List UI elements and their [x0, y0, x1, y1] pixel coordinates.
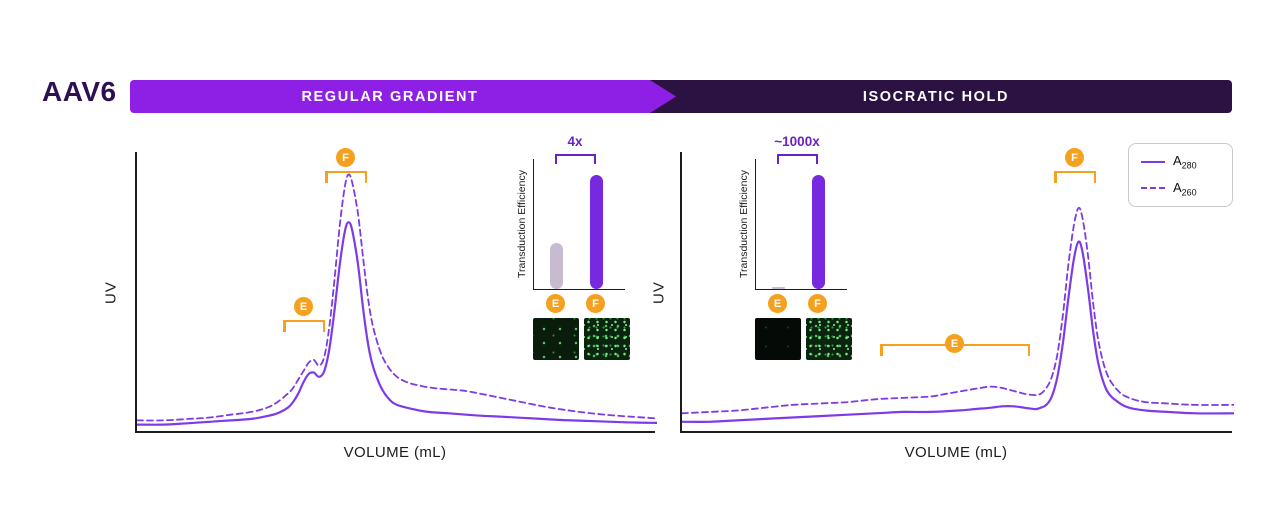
banner-gradient-arrow: REGULAR GRADIENT — [130, 80, 676, 113]
legend-a260-text: A — [1173, 179, 1182, 195]
transduction-bar-chart-right — [755, 159, 847, 290]
a260-curve — [137, 173, 657, 422]
banner-isocratic-label: ISOCRATIC HOLD — [862, 88, 1010, 105]
banner-isocratic-segment: ISOCRATIC HOLD — [640, 80, 1232, 113]
fraction-f-bracket-left — [325, 171, 367, 183]
fluorescence-image-e-right — [755, 318, 801, 360]
legend-a280-text: A — [1173, 152, 1182, 168]
legend-a260-subscript: 260 — [1181, 187, 1197, 198]
transduction-bar-chart-left — [533, 159, 625, 290]
legend-box: A280 A260 — [1128, 143, 1233, 207]
dashed-line-swatch — [1141, 187, 1165, 190]
fraction-f-badge-left: F — [336, 148, 355, 167]
legend-label-a280: A280 — [1173, 153, 1197, 171]
transduction-axis-label-left: Transduction Efficiency — [516, 170, 528, 279]
a260-curve — [682, 206, 1234, 415]
transduction-axis-label-right: Transduction Efficiency — [738, 170, 750, 279]
fold-change-bracket-left — [555, 154, 596, 164]
a280-curve — [682, 240, 1234, 423]
bar-e-badge-left: E — [546, 294, 565, 313]
fluorescence-image-e-left — [533, 318, 579, 360]
bar-f-badge-left: F — [586, 294, 605, 313]
fold-change-bracket-right — [777, 154, 818, 164]
fluorescence-image-f-right — [806, 318, 852, 360]
fluorescence-image-f-left — [584, 318, 630, 360]
legend-item-a260: A260 — [1141, 180, 1220, 198]
fraction-e-badge-right: E — [945, 334, 964, 353]
fraction-e-bracket-left — [283, 320, 325, 332]
uv-axis-label-left: UV — [102, 281, 120, 304]
bar-f-left — [590, 175, 603, 289]
left-chromatogram-plot — [135, 152, 657, 433]
fold-change-label-right: ~1000x — [774, 134, 820, 149]
solid-line-swatch — [1141, 160, 1165, 163]
fraction-f-bracket-right — [1054, 171, 1096, 183]
right-chromatogram-curves — [682, 206, 1234, 423]
legend-item-a280: A280 — [1141, 153, 1220, 171]
banner-gradient-label: REGULAR GRADIENT — [301, 88, 479, 105]
fold-change-label-left: 4x — [567, 134, 583, 149]
bar-e-badge-right: E — [768, 294, 787, 313]
volume-axis-label-right: VOLUME (mL) — [904, 444, 1008, 461]
bar-e-left — [550, 243, 563, 289]
right-chromatogram-plot — [680, 152, 1234, 433]
fraction-e-badge-left: E — [294, 297, 313, 316]
volume-axis-label-left: VOLUME (mL) — [343, 444, 447, 461]
figure-title: AAV6 — [42, 76, 117, 107]
a280-curve — [137, 221, 657, 426]
bar-f-right — [812, 175, 825, 289]
left-chromatogram-curves — [137, 173, 657, 426]
legend-a280-subscript: 280 — [1181, 160, 1197, 171]
uv-axis-label-right: UV — [650, 281, 668, 304]
bar-f-badge-right: F — [808, 294, 827, 313]
bar-e-right — [772, 286, 785, 289]
fraction-f-badge-right: F — [1065, 148, 1084, 167]
legend-label-a260: A260 — [1173, 180, 1197, 198]
